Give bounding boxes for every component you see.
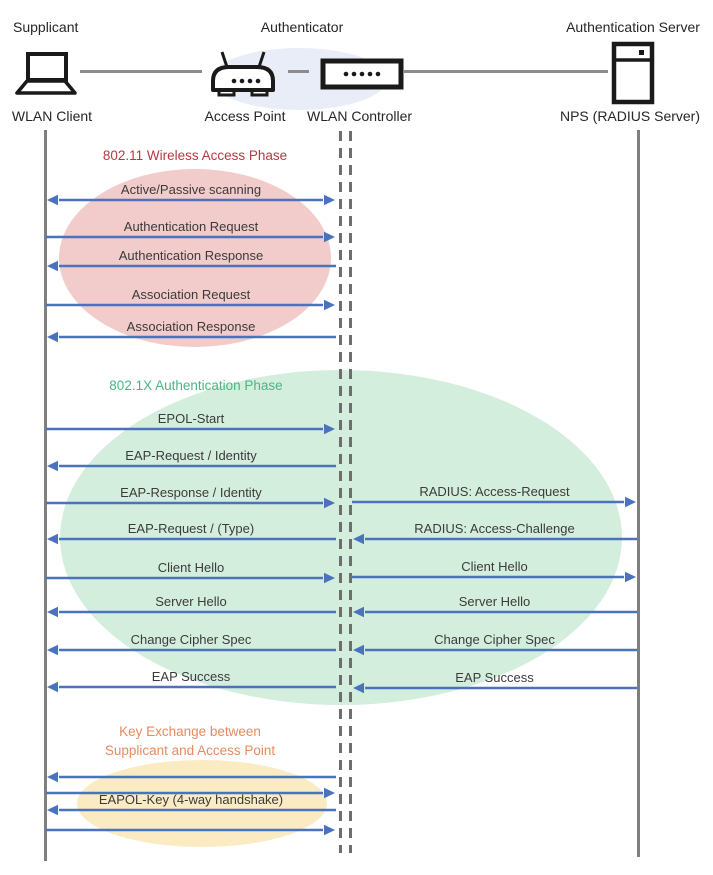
message-label: EAP Success <box>151 669 231 684</box>
arrow-left-icon <box>47 681 336 693</box>
laptop-icon <box>15 52 77 95</box>
arrow-left-icon <box>353 644 637 656</box>
message-label: Server Hello <box>458 594 531 609</box>
message-authentication-request: Authentication Request <box>45 219 337 244</box>
message-label: EAP-Request / (Type) <box>127 521 255 536</box>
message-client-hello: Client Hello <box>45 560 337 585</box>
message-label: Authentication Request <box>123 219 259 234</box>
phase2-title: 802.1X Authentication Phase <box>109 378 283 393</box>
arrow-left-icon <box>353 606 637 618</box>
message-label: Association Request <box>131 287 251 302</box>
message-radius-access-challenge: RADIUS: Access-Challenge <box>351 521 638 546</box>
arrow-left-icon <box>47 331 336 343</box>
arrow-left-icon <box>353 682 637 694</box>
message-arrow-19 <box>45 770 337 784</box>
message-change-cipher-spec: Change Cipher Spec <box>351 632 638 657</box>
arrow-left-icon <box>47 260 336 272</box>
role-authenticator: Authenticator <box>260 19 344 35</box>
arrow-right-icon <box>46 497 335 509</box>
message-label: RADIUS: Access-Request <box>419 484 570 499</box>
message-label: Client Hello <box>461 559 528 574</box>
message-client-hello: Client Hello <box>351 559 638 584</box>
message-server-hello: Server Hello <box>45 594 337 619</box>
message-label: Change Cipher Spec <box>434 632 555 647</box>
device-label-wlan-client: WLAN Client <box>11 108 93 124</box>
arrow-right-icon <box>46 787 335 799</box>
role-supplicant: Supplicant <box>13 19 79 35</box>
arrow-right-icon <box>352 571 636 583</box>
message-arrow-22 <box>45 823 337 837</box>
arrow-left-icon <box>47 606 336 618</box>
arrow-left-icon <box>47 804 336 816</box>
device-label-nps-radius-server: NPS (RADIUS Server) <box>559 108 701 124</box>
message-eap-success: EAP Success <box>351 670 638 695</box>
message-radius-access-request: RADIUS: Access-Request <box>351 484 638 509</box>
link-ap-controller <box>288 70 309 73</box>
arrow-left-icon <box>353 533 637 545</box>
message-epol-start: EPOL-Start <box>45 411 337 436</box>
wlan-controller-icon <box>320 58 404 90</box>
message-active-passive-scanning: Active/Passive scanning <box>45 182 337 207</box>
message-eap-request-type: EAP-Request / (Type) <box>45 521 337 546</box>
lifeline-access-point <box>339 131 342 853</box>
message-label: Server Hello <box>155 594 227 609</box>
device-label-access-point: Access Point <box>204 108 286 124</box>
lifeline-nps-server <box>637 130 640 857</box>
arrow-right-icon <box>46 824 335 836</box>
message-label: Client Hello <box>157 560 225 575</box>
link-controller-server <box>404 70 608 73</box>
device-label-wlan-controller: WLAN Controller <box>307 108 413 124</box>
phase1-title: 802.11 Wireless Access Phase <box>102 148 288 163</box>
message-eap-request-identity: EAP-Request / Identity <box>45 448 337 473</box>
message-eap-response-identity: EAP-Response / Identity <box>45 485 337 510</box>
arrow-left-icon <box>47 644 336 656</box>
message-label: Change Cipher Spec <box>130 632 252 647</box>
message-label: EAP-Request / Identity <box>125 448 257 463</box>
arrow-left-icon <box>47 460 336 472</box>
arrow-right-icon <box>352 496 636 508</box>
message-eap-success: EAP Success <box>45 669 337 694</box>
message-label: EAP-Response / Identity <box>120 485 262 500</box>
phase1-ellipse <box>59 169 331 347</box>
role-authentication-server: Authentication Server <box>566 19 700 35</box>
message-label: EAPOL-Key (4-way handshake) <box>98 792 284 807</box>
message-label: RADIUS: Access-Challenge <box>414 521 575 536</box>
message-arrow-20 <box>45 786 337 800</box>
double-arrow-icon <box>47 194 335 206</box>
access-point-icon <box>211 51 275 97</box>
link-client-ap <box>80 70 202 73</box>
message-label: Association Response <box>126 319 256 334</box>
message-eapol-key-4-way-handshake: EAPOL-Key (4-way handshake) <box>45 792 337 817</box>
message-server-hello: Server Hello <box>351 594 638 619</box>
lifeline-wlan-client <box>44 130 47 861</box>
message-association-response: Association Response <box>45 319 337 344</box>
message-label: EAP Success <box>455 670 534 685</box>
message-change-cipher-spec: Change Cipher Spec <box>45 632 337 657</box>
message-label: Authentication Response <box>118 248 264 263</box>
server-icon <box>611 41 655 105</box>
message-label: EPOL-Start <box>157 411 225 426</box>
arrow-right-icon <box>46 572 335 584</box>
arrow-right-icon <box>46 299 335 311</box>
message-label: Active/Passive scanning <box>120 182 262 197</box>
arrow-right-icon <box>46 423 335 435</box>
phase3-title: Key Exchange between Supplicant and Acce… <box>104 724 276 758</box>
arrow-right-icon <box>46 231 335 243</box>
arrow-left-icon <box>47 533 336 545</box>
phase3-ellipse <box>77 760 327 847</box>
arrow-left-icon <box>47 771 336 783</box>
lifeline-wlan-controller <box>349 131 352 853</box>
message-association-request: Association Request <box>45 287 337 312</box>
message-authentication-response: Authentication Response <box>45 248 337 273</box>
